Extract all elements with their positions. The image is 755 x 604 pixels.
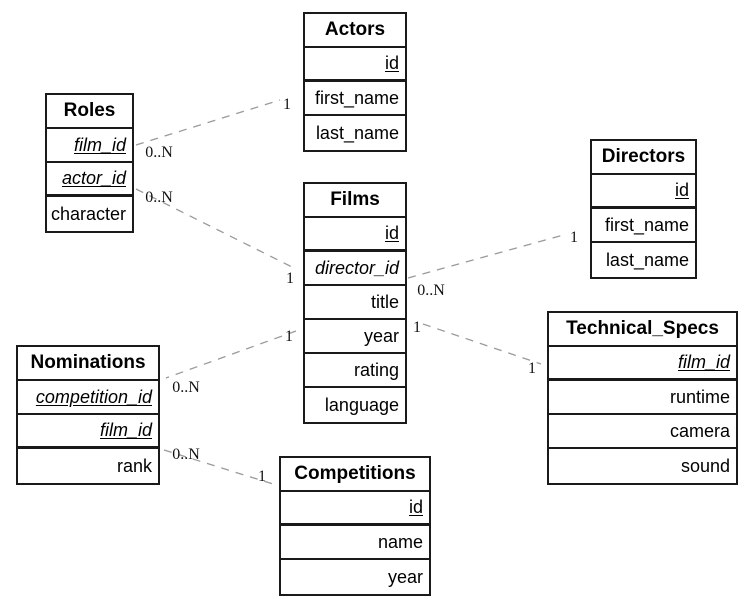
field-label: sound bbox=[680, 455, 730, 476]
cardinality-label: 1 bbox=[528, 360, 536, 377]
table-directors-title[interactable]: Directors bbox=[592, 141, 695, 175]
field-nominations-competition_id[interactable]: competition_id bbox=[18, 381, 158, 415]
field-label: camera bbox=[669, 420, 730, 441]
edge-roles-actors[interactable] bbox=[135, 99, 281, 146]
cardinality-label: 1 bbox=[286, 270, 294, 287]
field-label: first_name bbox=[604, 214, 689, 235]
field-nominations-rank[interactable]: rank bbox=[18, 449, 158, 483]
field-label: language bbox=[324, 394, 399, 415]
edge-films-nominations[interactable] bbox=[165, 330, 297, 379]
cardinality-label: 0..N bbox=[417, 282, 445, 299]
field-label: runtime bbox=[669, 386, 730, 407]
field-label: film_id bbox=[99, 420, 152, 440]
field-technical_specs-sound[interactable]: sound bbox=[549, 449, 736, 483]
field-technical_specs-film_id[interactable]: film_id bbox=[549, 347, 736, 381]
field-competitions-name[interactable]: name bbox=[281, 526, 429, 560]
table-technical_specs-title[interactable]: Technical_Specs bbox=[549, 313, 736, 347]
field-films-id[interactable]: id bbox=[305, 218, 405, 252]
edge-films-technical_specs[interactable] bbox=[422, 323, 542, 365]
table-films-title[interactable]: Films bbox=[305, 184, 405, 218]
field-label: actor_id bbox=[61, 168, 126, 188]
field-label: id bbox=[384, 223, 399, 243]
field-films-language[interactable]: language bbox=[305, 388, 405, 422]
cardinality-label: 0..N bbox=[145, 144, 173, 161]
field-label: film_id bbox=[677, 352, 730, 372]
field-directors-id[interactable]: id bbox=[592, 175, 695, 209]
field-actors-last_name[interactable]: last_name bbox=[305, 116, 405, 150]
field-label: id bbox=[408, 497, 423, 517]
field-directors-first_name[interactable]: first_name bbox=[592, 209, 695, 243]
cardinality-label: 1 bbox=[413, 319, 421, 336]
field-technical_specs-runtime[interactable]: runtime bbox=[549, 381, 736, 415]
cardinality-label: 0..N bbox=[172, 379, 200, 396]
field-label: first_name bbox=[314, 87, 399, 108]
cardinality-label: 1 bbox=[258, 468, 266, 485]
table-competitions[interactable]: Competitions id name year bbox=[279, 456, 431, 596]
field-roles-film_id[interactable]: film_id bbox=[47, 129, 132, 163]
field-label: id bbox=[674, 180, 689, 200]
field-films-rating[interactable]: rating bbox=[305, 354, 405, 388]
field-roles-actor_id[interactable]: actor_id bbox=[47, 163, 132, 197]
field-directors-last_name[interactable]: last_name bbox=[592, 243, 695, 277]
field-label: name bbox=[377, 531, 423, 552]
field-roles-character[interactable]: character bbox=[47, 197, 132, 231]
field-label: character bbox=[50, 203, 126, 224]
edge-films-directors[interactable] bbox=[407, 233, 568, 279]
field-films-director_id[interactable]: director_id bbox=[305, 252, 405, 286]
cardinality-label: 0..N bbox=[172, 446, 200, 463]
edge-nominations-competitions[interactable] bbox=[163, 449, 274, 485]
cardinality-label: 1 bbox=[570, 229, 578, 246]
field-films-title[interactable]: title bbox=[305, 286, 405, 320]
table-competitions-title[interactable]: Competitions bbox=[281, 458, 429, 492]
cardinality-label: 0..N bbox=[145, 189, 173, 206]
table-roles[interactable]: Roles film_id actor_id character bbox=[45, 93, 134, 233]
field-competitions-id[interactable]: id bbox=[281, 492, 429, 526]
field-actors-id[interactable]: id bbox=[305, 48, 405, 82]
field-label: film_id bbox=[73, 134, 126, 155]
field-technical_specs-camera[interactable]: camera bbox=[549, 415, 736, 449]
table-directors[interactable]: Directors id first_name last_name bbox=[590, 139, 697, 279]
table-actors[interactable]: Actors id first_name last_name bbox=[303, 12, 407, 152]
field-films-year[interactable]: year bbox=[305, 320, 405, 354]
cardinality-label: 1 bbox=[283, 96, 291, 113]
field-label: last_name bbox=[315, 122, 399, 143]
table-actors-title[interactable]: Actors bbox=[305, 14, 405, 48]
field-competitions-year[interactable]: year bbox=[281, 560, 429, 594]
field-label: title bbox=[370, 291, 399, 312]
cardinality-label: 1 bbox=[285, 328, 293, 345]
field-label: director_id bbox=[314, 257, 399, 278]
field-label: competition_id bbox=[35, 386, 152, 407]
field-nominations-film_id[interactable]: film_id bbox=[18, 415, 158, 449]
field-label: rank bbox=[116, 455, 152, 476]
field-label: year bbox=[363, 325, 399, 346]
field-label: last_name bbox=[605, 249, 689, 270]
field-label: year bbox=[387, 566, 423, 587]
field-actors-first_name[interactable]: first_name bbox=[305, 82, 405, 116]
table-nominations-title[interactable]: Nominations bbox=[18, 347, 158, 381]
field-label: id bbox=[384, 53, 399, 73]
table-roles-title[interactable]: Roles bbox=[47, 95, 132, 129]
field-label: rating bbox=[353, 359, 399, 380]
